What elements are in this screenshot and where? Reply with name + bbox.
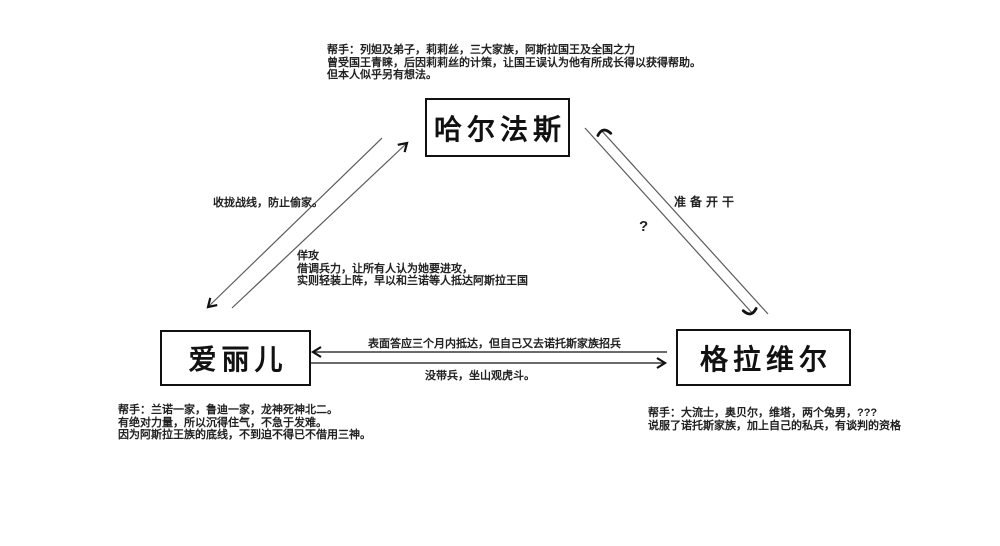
halfaus-helper-note: 帮手：列妲及弟子，莉莉丝，三大家族，阿斯拉国王及全国之力 曾受国王青睐，后因莉莉… <box>327 44 701 82</box>
edge-question-mark: ? <box>639 218 649 235</box>
arrow-halfaus-to-ariel <box>206 137 383 309</box>
edge-label-watch-the-fight: 没带兵，坐山观虎斗。 <box>425 370 535 382</box>
arrow-grabell-to-halfaus <box>596 128 769 315</box>
arrow-halfaus-to-grabell <box>584 127 758 316</box>
note-line: 但本人似乎另有想法。 <box>327 69 437 81</box>
edge-label-feint-attack: 佯攻 借调兵力，让所有人认为她要进攻， 实则轻装上阵，早以和兰诺等人抵达阿斯拉王… <box>297 250 528 288</box>
node-ariel: 爱丽儿 <box>160 330 311 386</box>
arrow-ariel-to-halfaus <box>231 141 409 309</box>
note-line: 佯攻 <box>297 250 319 262</box>
note-line: 实则轻装上阵，早以和兰诺等人抵达阿斯拉王国 <box>297 275 528 287</box>
ariel-helper-note: 帮手：兰诺一家，鲁迪一家，龙神死神北二。 有绝对力量，所以沉得住气，不急于发难。… <box>118 404 371 442</box>
note-line: 帮手：大流士，奥贝尔，维塔，两个兔男，??? <box>648 407 878 419</box>
node-grabell: 格拉维尔 <box>676 329 851 386</box>
edge-label-ready-to-fight: 准备开干 <box>674 195 739 209</box>
note-line: 因为阿斯拉王族的底线，不到迫不得已不借用三神。 <box>118 429 371 441</box>
node-halfaus: 哈尔法斯 <box>425 98 570 157</box>
note-line: 借调兵力，让所有人认为她要进攻， <box>297 262 473 275</box>
note-line: 有绝对力量，所以沉得住气，不急于发难。 <box>118 416 327 429</box>
edge-label-pull-back: 收拢战线，防止偷家。 <box>213 197 323 209</box>
edge-label-promise-three-months: 表面答应三个月内抵达，但自己又去诺托斯家族招兵 <box>368 338 621 350</box>
note-line: 曾受国王青睐，后因莉莉丝的计策，让国王误认为他有所成长得以获得帮助。 <box>327 56 701 69</box>
note-line: 说服了诺托斯家族，加上自己的私兵，有谈判的资格 <box>648 419 901 432</box>
note-line: 帮手：兰诺一家，鲁迪一家，龙神死神北二。 <box>118 404 338 416</box>
grabell-helper-note: 帮手：大流士，奥贝尔，维塔，两个兔男，??? 说服了诺托斯家族，加上自己的私兵，… <box>648 407 901 432</box>
note-line: 帮手：列妲及弟子，莉莉丝，三大家族，阿斯拉国王及全国之力 <box>327 44 635 56</box>
